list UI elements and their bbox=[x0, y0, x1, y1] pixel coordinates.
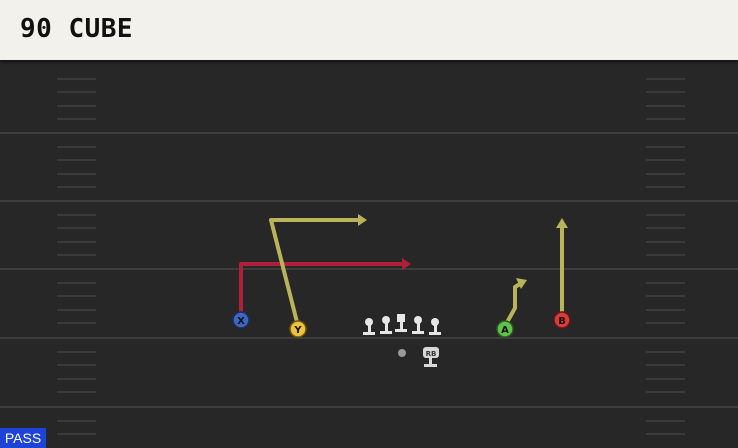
receiver-x: X bbox=[232, 311, 250, 329]
offensive-line bbox=[363, 314, 441, 335]
receiver-a-label: A bbox=[501, 325, 509, 336]
route-x bbox=[239, 262, 404, 318]
route-y-arrowhead bbox=[358, 214, 367, 226]
lineman-rt bbox=[429, 318, 441, 335]
rb-label: RB bbox=[426, 350, 437, 358]
lineman-rg bbox=[412, 316, 424, 334]
receiver-x-label: X bbox=[237, 316, 245, 327]
play-title: 90 CUBE bbox=[20, 14, 134, 44]
route-a-arrowhead bbox=[516, 278, 527, 289]
hash-marks-left bbox=[57, 78, 96, 435]
route-a bbox=[503, 282, 522, 327]
yard-lines bbox=[0, 132, 738, 408]
play-header: 90 CUBE bbox=[0, 0, 738, 60]
route-b-arrowhead bbox=[556, 218, 568, 228]
running-back: RB bbox=[423, 347, 439, 367]
receiver-y: Y bbox=[289, 320, 307, 338]
play-type-badge: PASS bbox=[0, 428, 46, 448]
route-x-arrowhead bbox=[402, 258, 411, 270]
lineman-lg bbox=[380, 316, 392, 334]
receiver-b-label: B bbox=[558, 316, 566, 327]
route-y bbox=[269, 218, 360, 327]
receiver-a: A bbox=[496, 320, 514, 338]
hash-marks-right bbox=[646, 78, 685, 435]
center bbox=[395, 314, 407, 332]
quarterback-marker bbox=[398, 349, 406, 357]
lineman-lt bbox=[363, 318, 375, 335]
receiver-b: B bbox=[553, 311, 571, 329]
field bbox=[0, 60, 738, 448]
receiver-y-label: Y bbox=[293, 325, 302, 336]
